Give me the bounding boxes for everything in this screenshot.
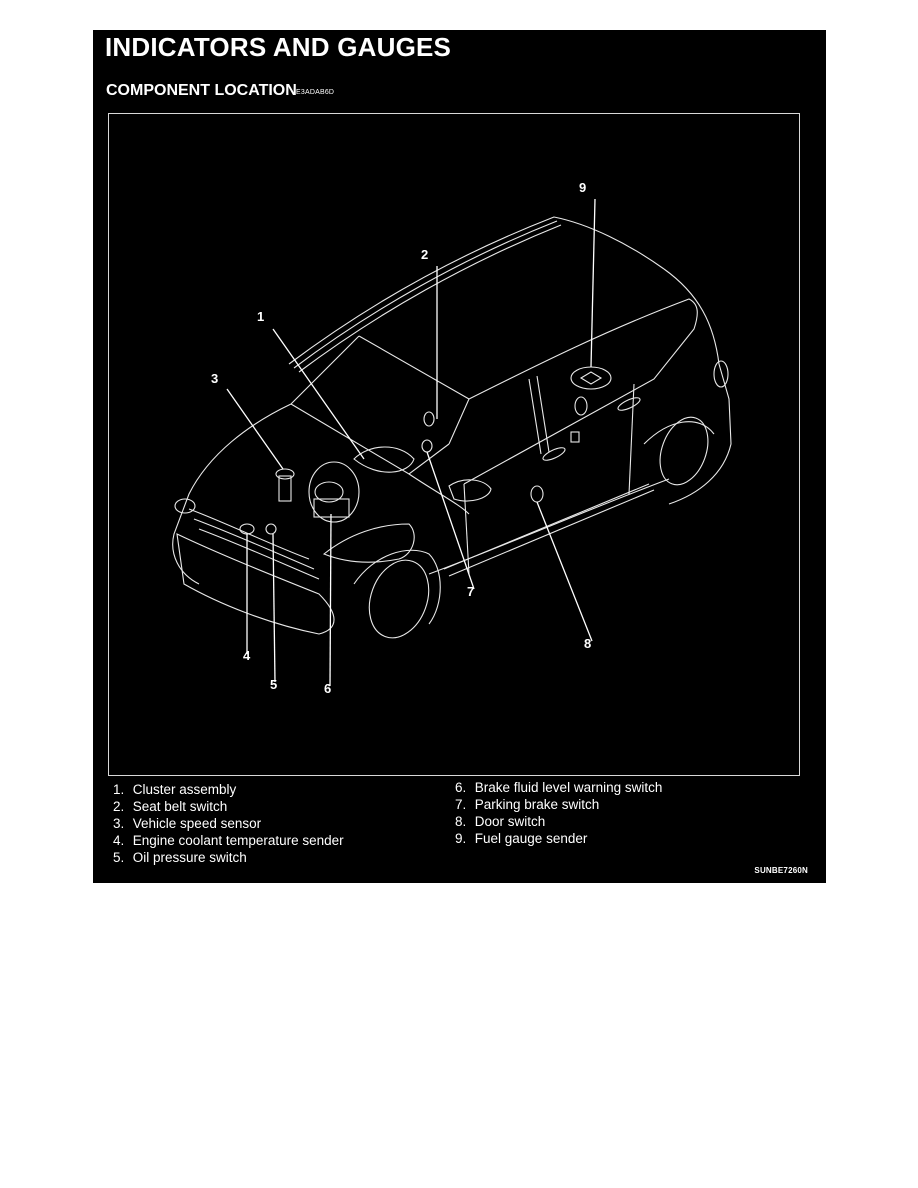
callout-3: 3 xyxy=(211,371,219,386)
manual-page-panel: INDICATORS AND GAUGES COMPONENT LOCATION… xyxy=(93,30,826,883)
callout-leaders xyxy=(226,198,596,687)
front-bumper xyxy=(176,533,335,635)
callout-4: 4 xyxy=(243,648,251,663)
legend-column-2: 6. Brake fluid level warning switch 7. P… xyxy=(455,779,662,847)
callout-2: 2 xyxy=(421,247,429,262)
callout-7: 7 xyxy=(467,584,475,599)
legend-item: 4. Engine coolant temperature sender xyxy=(113,833,344,848)
legend-column-1: 1. Cluster assembly 2. Seat belt switch … xyxy=(113,781,344,866)
legend-item: 3. Vehicle speed sensor xyxy=(113,816,262,831)
callout-5: 5 xyxy=(270,677,278,692)
callout-1: 1 xyxy=(257,309,265,324)
vehicle-diagram xyxy=(172,198,732,687)
headlight xyxy=(322,523,415,563)
mirror xyxy=(448,479,492,502)
roof-outline xyxy=(288,216,665,365)
emblem xyxy=(174,498,196,514)
front-wheel-arch xyxy=(353,549,441,625)
legend-item: 2. Seat belt switch xyxy=(113,799,228,814)
rear-wheel xyxy=(659,416,709,486)
callout-8: 8 xyxy=(584,636,592,651)
fuel-sender xyxy=(570,366,612,390)
legend-item: 1. Cluster assembly xyxy=(113,782,237,797)
cluster-shape xyxy=(353,446,415,473)
legend-item: 7. Parking brake switch xyxy=(455,797,600,812)
legend-item: 9. Fuel gauge sender xyxy=(455,831,588,846)
hood xyxy=(172,403,292,585)
page-title: INDICATORS AND GAUGES xyxy=(105,32,452,62)
section-title: COMPONENT LOCATION xyxy=(106,82,297,99)
windshield xyxy=(290,335,470,445)
figure-id: SUNBE7260N xyxy=(754,866,808,875)
legend-item: 6. Brake fluid level warning switch xyxy=(455,780,663,795)
legend-item: 8. Door switch xyxy=(455,814,546,829)
side-windows xyxy=(463,298,698,485)
fuel-lid xyxy=(713,360,729,388)
callout-6: 6 xyxy=(324,681,332,696)
rear-outline xyxy=(663,268,732,505)
callout-9: 9 xyxy=(579,180,587,195)
diagram-frame: 1 2 3 4 5 6 7 8 9 xyxy=(108,113,800,776)
front-wheel xyxy=(368,559,430,639)
section-code: E3ADAB6D xyxy=(296,89,335,96)
legend-item: 5. Oil pressure switch xyxy=(113,850,247,865)
